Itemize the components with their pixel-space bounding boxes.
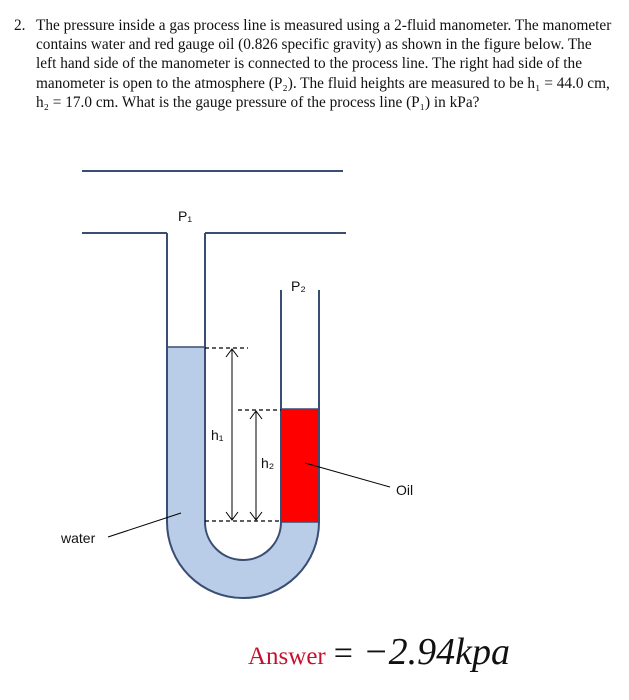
manometer-outer-wall xyxy=(166,233,320,599)
oil-leader-line xyxy=(304,462,391,488)
answer: Answer = −2.94kpa xyxy=(248,630,510,674)
answer-equals: = xyxy=(333,635,353,672)
answer-value: −2.94kpa xyxy=(362,631,510,673)
oil-label: Oil xyxy=(396,482,413,498)
problem-text: The pressure inside a gas process line i… xyxy=(36,17,612,111)
h1-arrow-top xyxy=(225,348,239,358)
water-leader-line xyxy=(107,512,182,538)
water-label: water xyxy=(60,530,96,546)
h2-label: h₂ xyxy=(261,455,274,471)
problem-statement: 2. The pressure inside a gas process lin… xyxy=(14,16,614,112)
manometer-inner-wall xyxy=(204,233,282,561)
h2-arrow-top xyxy=(249,410,263,420)
h1-arrow-bottom xyxy=(225,511,239,521)
answer-word: Answer xyxy=(248,643,326,670)
problem-number: 2. xyxy=(14,17,26,34)
h1-label: h₁ xyxy=(211,427,224,443)
p2-label: P₂ xyxy=(291,278,306,294)
h2-arrow-bottom xyxy=(249,511,263,521)
p1-label: P₁ xyxy=(178,208,192,224)
